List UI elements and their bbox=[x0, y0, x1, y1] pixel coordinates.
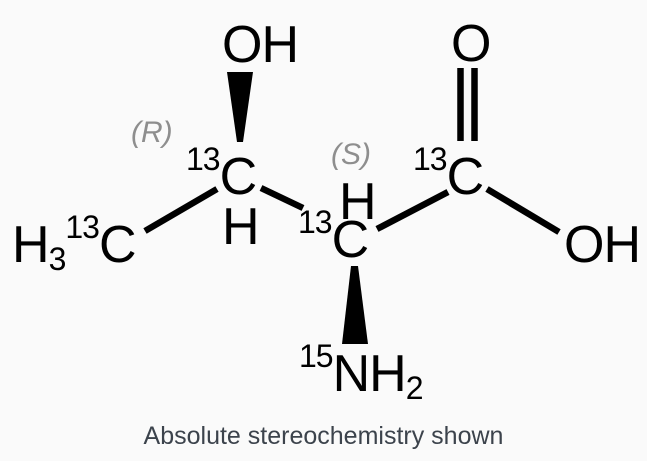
beta-hydroxyl-oh: OH bbox=[222, 16, 299, 74]
amine-isotope-superscript: 15 bbox=[299, 338, 334, 374]
atom-label-amine: 15NH2 bbox=[299, 340, 423, 404]
atom-label-c2-hydrogen: H bbox=[339, 173, 377, 231]
c3-c: C bbox=[219, 148, 258, 206]
methyl-c: C bbox=[98, 216, 137, 274]
atom-label-c3: 13C bbox=[186, 143, 258, 206]
wedge-bond-c3-hydroxyl bbox=[227, 72, 253, 142]
bond-carboxyl-oh bbox=[485, 186, 561, 235]
c2-c: C bbox=[331, 211, 370, 269]
methyl-h-subscript: 3 bbox=[48, 241, 67, 277]
atom-label-carbonyl-o: O bbox=[451, 15, 491, 73]
atom-label-c3-hydrogen: H bbox=[222, 198, 260, 256]
c2-h: H bbox=[339, 173, 377, 231]
bond-c2-carboxyl bbox=[375, 189, 450, 232]
c2-isotope-superscript: 13 bbox=[298, 204, 333, 240]
atom-label-c2: 13C bbox=[298, 206, 370, 269]
bond-methyl-c3 bbox=[143, 186, 219, 234]
stereo-label-r: (R) bbox=[131, 116, 173, 149]
wedge-bond-c2-amine bbox=[342, 266, 368, 344]
carboxyl-oh: OH bbox=[564, 216, 641, 274]
atom-label-carboxyl-c: 13C bbox=[413, 143, 485, 206]
carbonyl-o: O bbox=[451, 15, 491, 73]
methyl-h: H bbox=[12, 216, 50, 274]
carboxyl-isotope-superscript: 13 bbox=[413, 141, 448, 177]
atom-label-carboxyl-oh: OH bbox=[564, 216, 641, 274]
stereochemistry-caption: Absolute stereochemistry shown bbox=[143, 422, 504, 450]
amine-nh: NH bbox=[332, 345, 407, 403]
atom-label-methyl: H313C bbox=[12, 211, 137, 275]
amine-h-subscript: 2 bbox=[405, 370, 424, 406]
methyl-isotope-superscript: 13 bbox=[65, 209, 100, 245]
c3-h: H bbox=[222, 198, 260, 256]
bond-c3-c2 bbox=[259, 185, 305, 211]
c3-isotope-superscript: 13 bbox=[186, 141, 221, 177]
atom-label-beta-hydroxyl: OH bbox=[222, 16, 299, 74]
carboxyl-c: C bbox=[446, 148, 485, 206]
stereo-label-s: (S) bbox=[331, 138, 371, 171]
